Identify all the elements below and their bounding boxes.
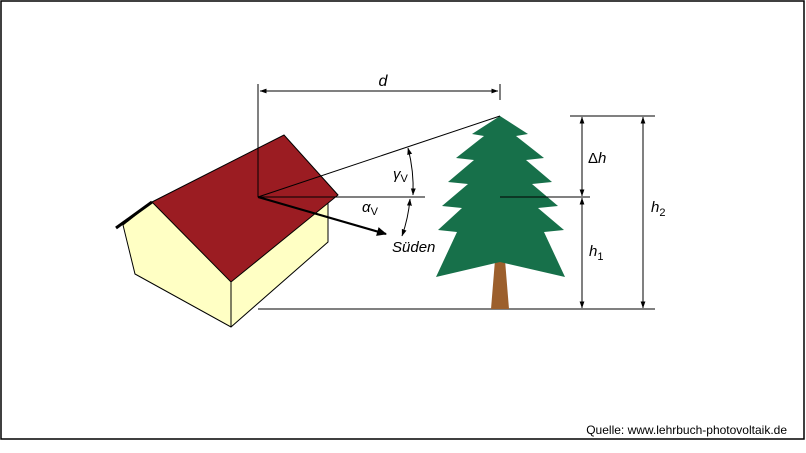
azimuth-angle-label: αV: [362, 199, 379, 218]
h1-label: h1: [589, 243, 603, 263]
distance-label: d: [379, 73, 389, 90]
tree-trunk: [491, 260, 509, 309]
source-credit: Quelle: www.lehrbuch-photovoltaik.de: [586, 423, 787, 437]
elevation-angle-arc: [407, 147, 416, 196]
house: [115, 134, 339, 328]
h2-label: h2: [651, 199, 665, 219]
diagram-border: [0, 0, 805, 440]
south-arrow: [257, 195, 387, 236]
south-label: Süden: [392, 239, 435, 256]
azimuth-angle-arc: [401, 198, 412, 237]
delta-h-label: Δh: [588, 150, 606, 167]
roof-overhang: [115, 200, 153, 230]
elevation-angle-label: γV: [393, 166, 409, 185]
sight-line: [257, 115, 501, 198]
house-roof: [151, 134, 339, 283]
